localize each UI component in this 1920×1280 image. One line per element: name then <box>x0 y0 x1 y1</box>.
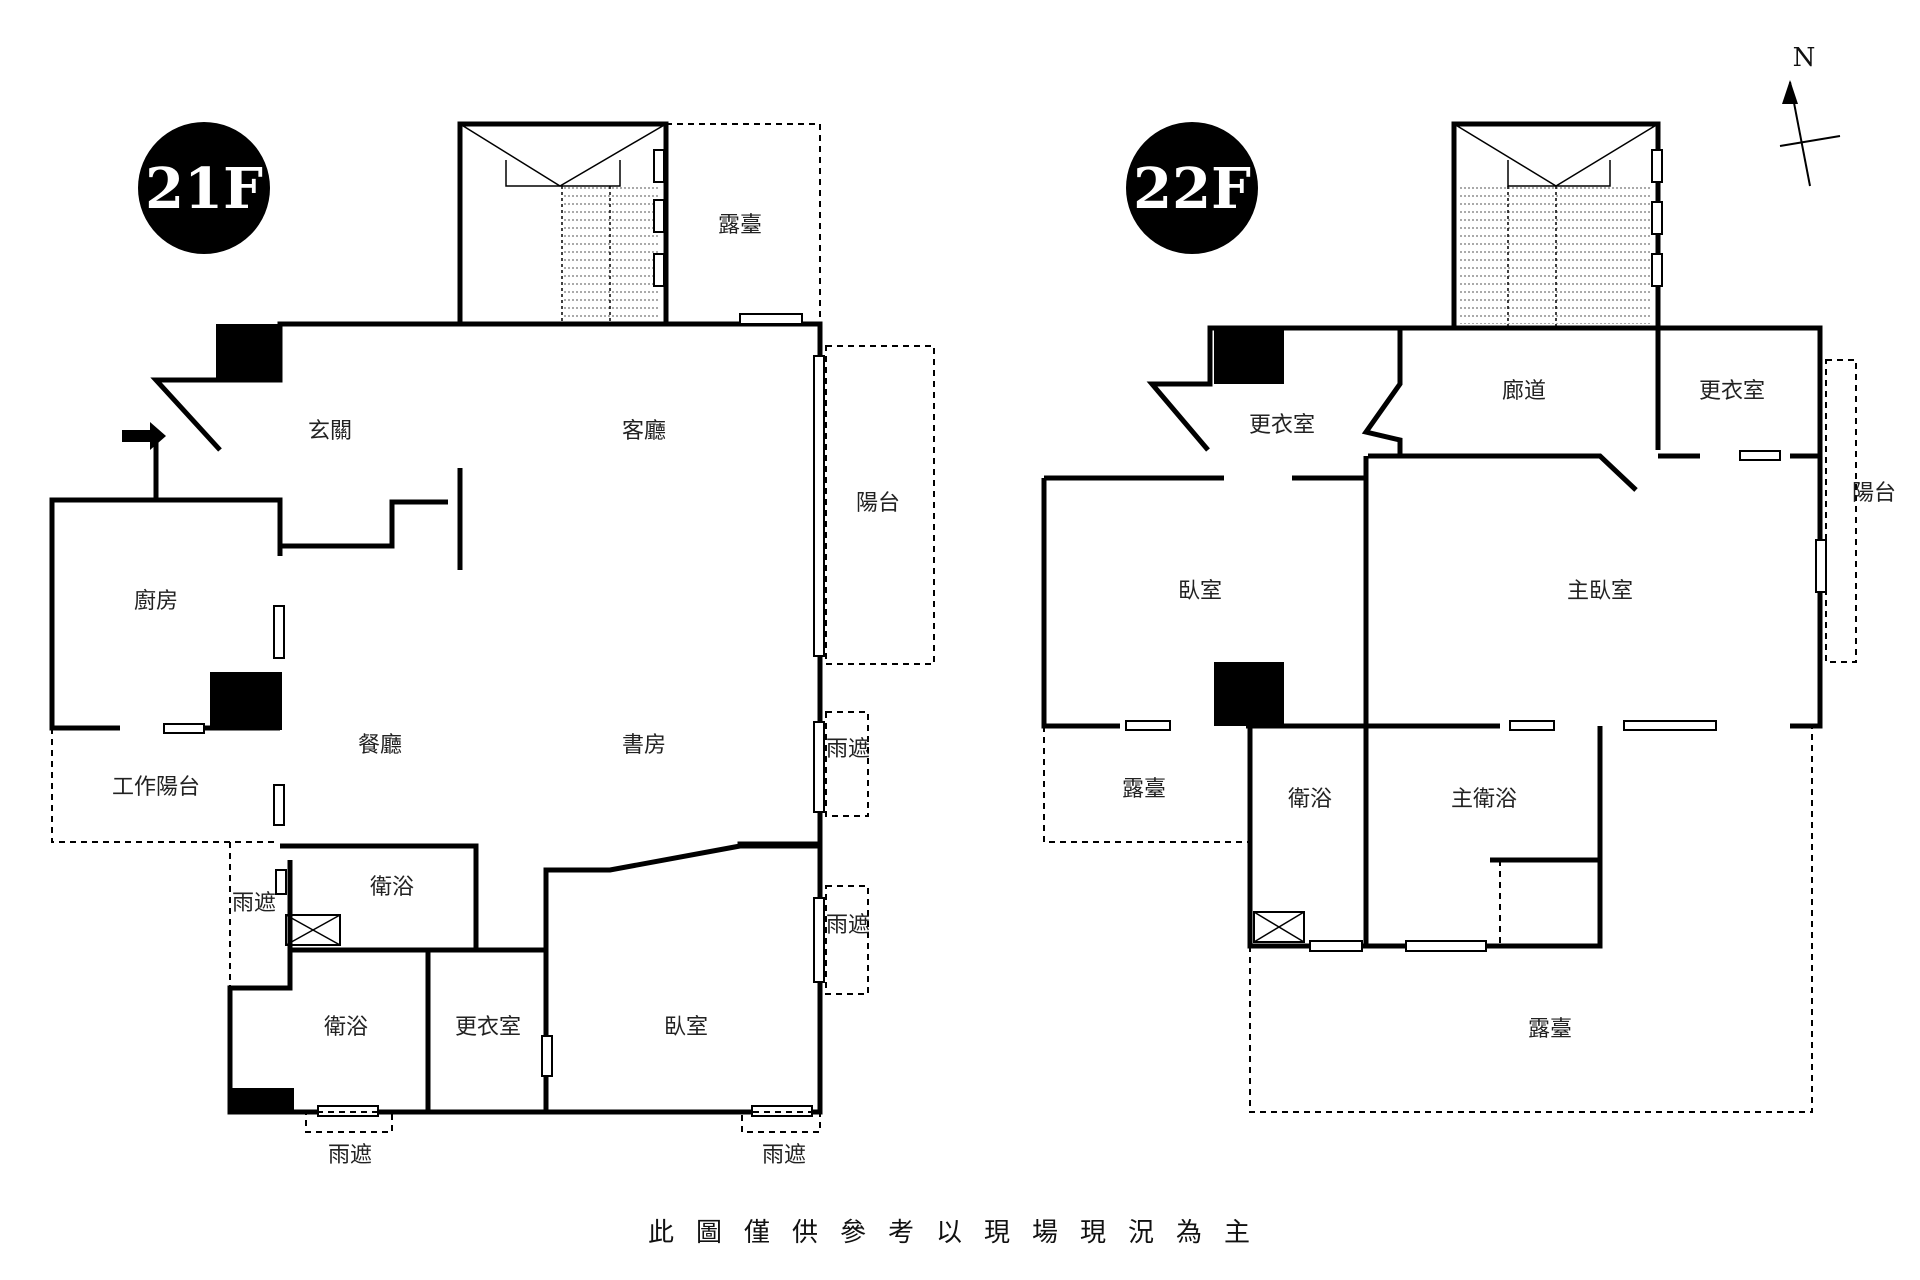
stairwell-21f <box>457 121 669 327</box>
terrace-21f-outline <box>666 123 821 320</box>
walls-22f <box>1041 325 1823 949</box>
floor-22f-badge-text: 22F <box>1133 156 1251 222</box>
room-label-terrace-21f: 露臺 <box>718 213 762 238</box>
floor-22f-plan: 22F <box>1041 43 1896 1113</box>
floor-21f-badge-text: 21F <box>145 156 263 222</box>
walls-21f <box>49 321 823 1115</box>
stairwell-22f <box>1451 121 1661 331</box>
room-label-awning-right-upper: 雨遮 <box>826 737 870 762</box>
north-arrow-icon: N <box>1779 43 1841 187</box>
pillar-21f-a <box>216 324 280 380</box>
entrance-arrow-icon <box>122 422 166 450</box>
room-label-master-bedroom: 主臥室 <box>1567 579 1633 604</box>
floor-21f-badge: 21F <box>138 122 270 254</box>
outdoor-22f <box>1043 359 1857 1113</box>
room-label-bathroom-21f-lower: 衛浴 <box>324 1015 368 1040</box>
room-label-awning-left: 雨遮 <box>232 891 276 916</box>
room-label-bathroom-22f: 衛浴 <box>1288 787 1332 812</box>
north-label: N <box>1793 43 1816 73</box>
duct-22f <box>1253 911 1305 943</box>
room-label-kitchen: 廚房 <box>134 589 178 614</box>
room-label-balcony-22f: 陽台 <box>1852 481 1896 506</box>
room-label-dressing-room-22f-right: 更衣室 <box>1699 379 1765 404</box>
room-label-corridor: 廊道 <box>1502 379 1546 404</box>
floor-22f-badge: 22F <box>1126 122 1258 254</box>
room-label-bedroom-22f: 臥室 <box>1178 579 1222 604</box>
pillar-21f-c <box>230 1088 294 1112</box>
windows-21f <box>163 149 825 1117</box>
pillar-22f-b <box>1214 662 1284 726</box>
room-label-dining-room: 餐廳 <box>358 733 402 758</box>
room-label-terrace-22f-bottom: 露臺 <box>1528 1017 1572 1042</box>
room-label-balcony-21f: 陽台 <box>856 491 900 516</box>
room-label-utility-balcony: 工作陽台 <box>112 775 200 800</box>
windows-22f <box>1125 149 1827 952</box>
room-label-master-bathroom: 主衛浴 <box>1451 787 1517 812</box>
room-label-terrace-22f-left: 露臺 <box>1122 777 1166 802</box>
room-label-awning-bottom-left: 雨遮 <box>328 1143 372 1168</box>
room-label-awning-right-lower: 雨遮 <box>826 913 870 938</box>
pillar-22f-a <box>1214 328 1284 384</box>
room-label-awning-bottom-right: 雨遮 <box>762 1143 806 1168</box>
outdoor-21f <box>51 345 935 1133</box>
room-label-study: 書房 <box>622 733 666 758</box>
pillar-21f-b <box>210 672 282 730</box>
duct-21f <box>285 914 341 946</box>
room-label-entrance: 玄關 <box>308 419 352 444</box>
room-label-dressing-room-21f: 更衣室 <box>455 1015 521 1040</box>
floor-21f-plan: 21F <box>49 121 935 1168</box>
disclaimer-text: 此圖僅供參考以現場現況為主 <box>647 1218 1272 1248</box>
room-label-living-room: 客廳 <box>622 419 666 444</box>
room-label-bathroom-21f-upper: 衛浴 <box>370 875 414 900</box>
room-label-dressing-room-22f-left: 更衣室 <box>1249 413 1315 438</box>
room-label-bedroom-21f: 臥室 <box>664 1015 708 1040</box>
